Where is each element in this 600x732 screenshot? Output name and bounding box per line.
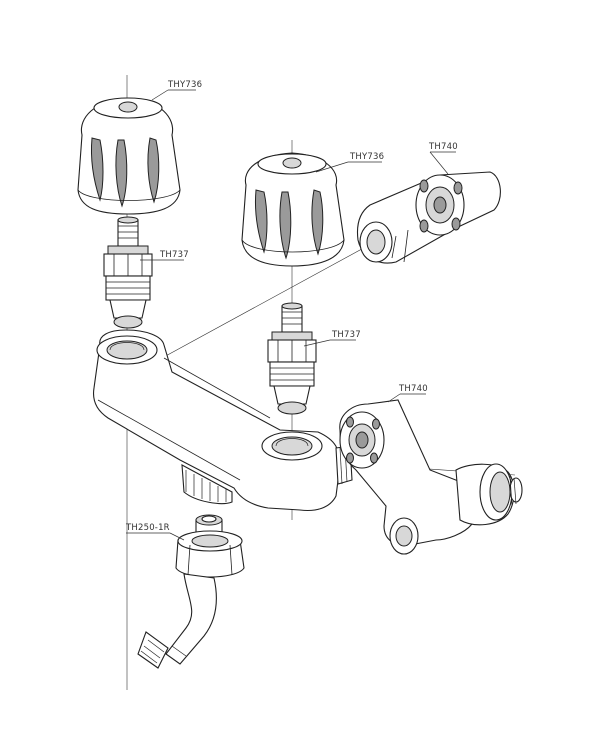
- label-spout-nut: TH250-1R: [125, 523, 170, 533]
- mixer-valve-body: [92, 329, 353, 512]
- left-handle-knob: [77, 97, 181, 215]
- label-cartridge-right: TH737: [331, 330, 361, 340]
- right-valve-cartridge: [267, 302, 317, 415]
- label-knob-left: THY736: [167, 80, 202, 90]
- spout-assembly: [137, 514, 245, 669]
- lower-union-fitting: [339, 399, 523, 555]
- part-labels: THY736 THY736 TH737 TH737 TH740 TH740 TH…: [125, 80, 458, 541]
- label-union-top: TH740: [428, 142, 458, 152]
- right-handle-knob: [241, 152, 345, 267]
- label-knob-right: THY736: [349, 152, 384, 162]
- upper-union-fitting: [356, 171, 501, 264]
- label-union-bottom: TH740: [398, 384, 428, 394]
- label-cartridge-left: TH737: [159, 250, 189, 260]
- left-valve-cartridge: [103, 216, 153, 329]
